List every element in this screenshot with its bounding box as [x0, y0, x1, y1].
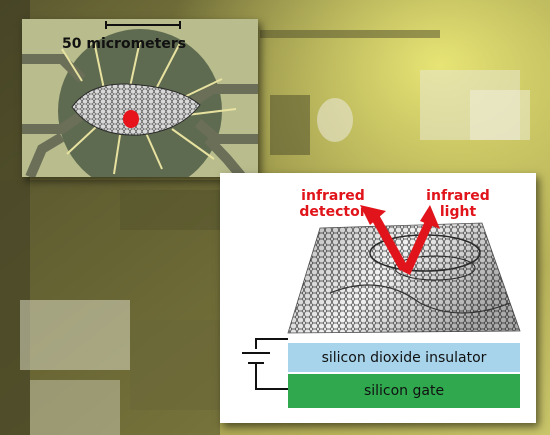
silicon-dioxide-layer: silicon dioxide insulator: [288, 343, 520, 372]
infrared-light-label: infrared light: [418, 188, 498, 220]
graphene-sheet-3d: [287, 222, 521, 334]
electrode-traces: [22, 54, 258, 177]
light-arrow-head: [420, 205, 440, 229]
micrograph-image: [22, 21, 258, 177]
light-arrow-shaft: [402, 221, 433, 275]
label-line: detector: [299, 204, 367, 220]
silicon-gate-layer: silicon gate: [288, 374, 520, 408]
infrared-detector-label: infrared detector: [285, 188, 381, 220]
label-line: infrared: [301, 188, 365, 204]
label-line: infrared: [426, 188, 490, 204]
infrared-arrows: [360, 205, 440, 275]
schematic-graphic: [242, 205, 521, 390]
gate-circuit: [242, 338, 288, 390]
detector-schematic: infrared detector infrared light silicon…: [220, 173, 536, 423]
label-line: light: [439, 204, 477, 220]
scale-bar-label: 50 micrometers: [62, 36, 187, 52]
detector-arrow-shaft: [370, 213, 408, 271]
laser-spot: [123, 110, 139, 128]
gold-contacts: [61, 40, 237, 175]
graphene-sheet: [71, 83, 201, 136]
detector-arrow-head: [360, 205, 386, 225]
device-micrograph: 50 micrometers: [22, 19, 258, 177]
